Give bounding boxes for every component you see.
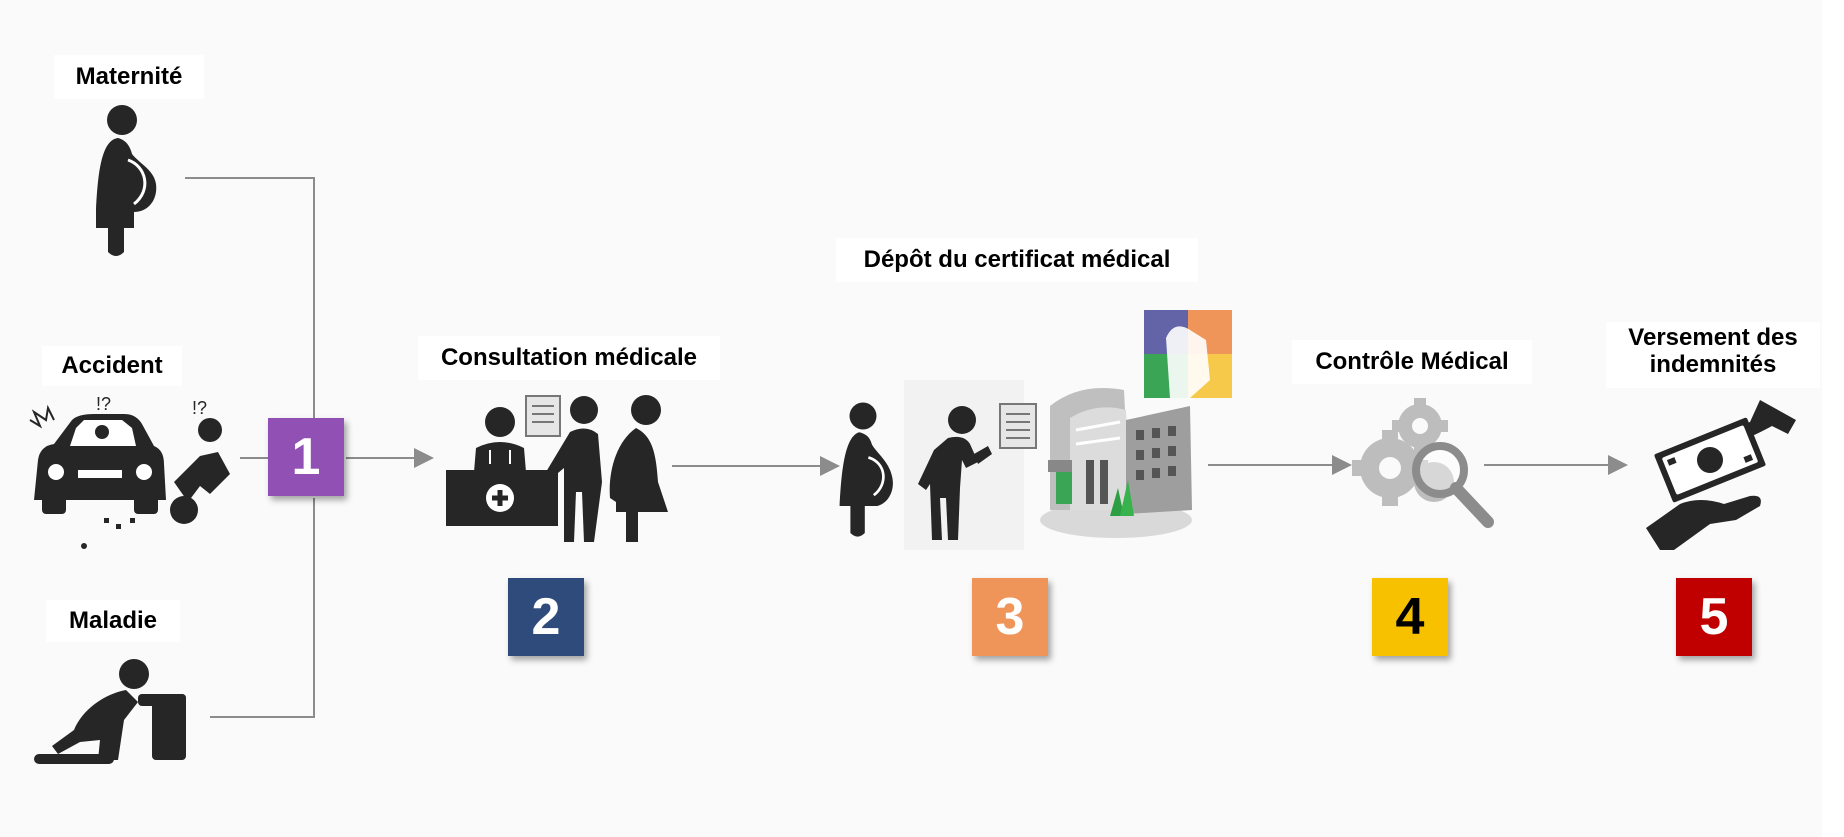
maladie-label: Maladie xyxy=(46,600,180,642)
consultation-label: Consultation médicale xyxy=(418,336,720,380)
maternite-label: Maternité xyxy=(54,55,204,99)
accident-label: Accident xyxy=(42,346,182,386)
accident-exclaim-left: !? xyxy=(96,394,111,414)
step-5-badge: 5 xyxy=(1676,578,1752,656)
depot-label: Dépôt du certificat médical xyxy=(836,238,1198,282)
sick-person-certificate-icon xyxy=(904,380,1037,550)
versement-label-line1: Versement des xyxy=(1628,324,1798,351)
car-accident-icon: !? !? xyxy=(29,394,230,549)
medical-consultation-icon xyxy=(446,395,668,542)
controle-label: Contrôle Médical xyxy=(1292,340,1532,384)
step-2-badge: 2 xyxy=(508,578,584,656)
connector-maternite xyxy=(185,177,315,418)
versement-label: Versement des indemnités xyxy=(1606,322,1820,388)
pregnant-woman-deposit-icon xyxy=(839,402,893,537)
pregnant-woman-icon xyxy=(96,105,157,256)
money-payment-icon xyxy=(1646,400,1796,550)
gears-magnifier-icon xyxy=(1352,398,1494,528)
connector-maladie xyxy=(210,498,315,718)
sick-person-icon xyxy=(34,659,186,764)
step-3-badge: 3 xyxy=(972,578,1048,656)
insurance-building-icon xyxy=(1040,310,1232,538)
step-4-badge: 4 xyxy=(1372,578,1448,656)
accident-exclaim-right: !? xyxy=(192,398,207,418)
step-1-badge: 1 xyxy=(268,418,344,496)
versement-label-line2: indemnités xyxy=(1649,351,1777,378)
